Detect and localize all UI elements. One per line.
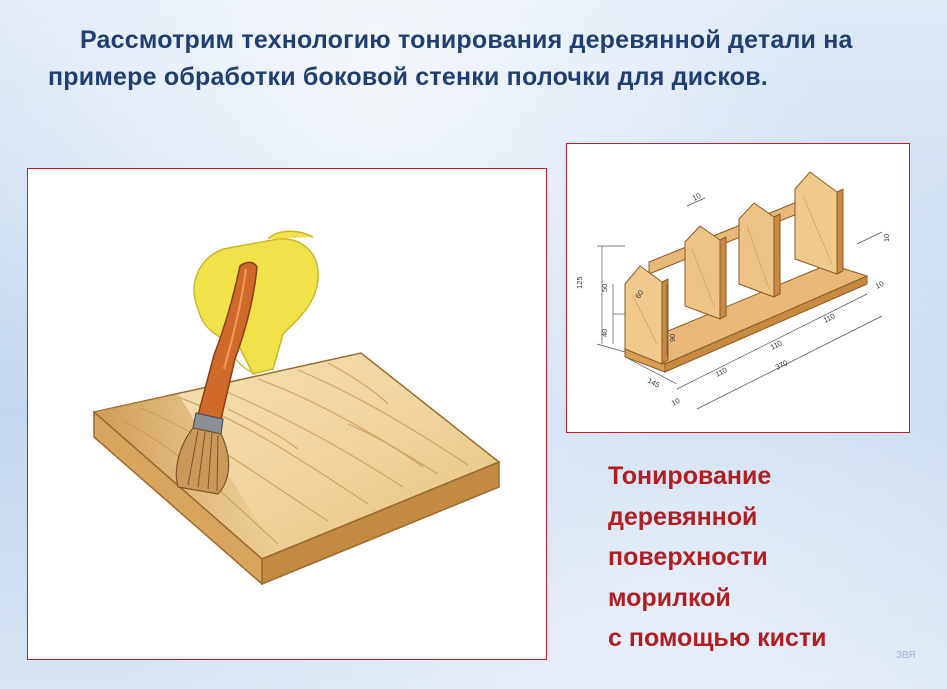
shelf-panels [624,171,844,365]
dimension-label: 60 [633,288,645,300]
dimension-label: 90 [668,334,677,342]
drawing-grain [631,195,833,345]
dimension-label: 125 [575,276,584,289]
brush-toning-illustration [92,230,501,586]
caption-line: морилкой [608,583,731,612]
caption-line: деревянной [608,502,758,531]
dimension-label: 10 [882,234,891,242]
dimension-label: 10 [670,396,682,408]
divider-1 [684,225,721,320]
divider-2 [738,202,775,298]
dimension-lines [596,197,883,410]
caption-line: поверхности [608,543,768,571]
shelf-drawing-frame: 125 50 40 60 90 145 110 110 110 370 10 1… [566,143,910,433]
author-mark: ЗВЯ [896,650,916,661]
caption-line: Тонирование [608,462,772,490]
dimension-label: 40 [600,329,609,337]
toning-illustration-frame [27,168,547,660]
yellow-glove [193,238,319,375]
dimension-label: 370 [774,358,789,372]
dimension-label: 110 [769,338,784,351]
dimension-label: 10 [874,279,886,291]
bristle-lines [187,430,219,492]
shelf-drawing: 125 50 40 60 90 145 110 110 110 370 10 1… [575,171,891,410]
dimension-label: 110 [822,311,837,324]
caption-line: с помощью кисти [608,624,827,652]
dimension-label: 145 [646,376,661,390]
dimension-label: 50 [600,284,609,292]
right-side-panel [794,171,838,275]
board-side-edge [261,460,500,586]
brush-handle [197,261,258,420]
dimension-label: 10 [691,191,703,203]
caption: Тонирование деревянной поверхности морил… [608,456,826,659]
left-side-panel [624,265,663,365]
slide-heading: Рассмотрим технологию тонирования деревя… [48,26,853,91]
dimension-label: 110 [714,365,729,378]
